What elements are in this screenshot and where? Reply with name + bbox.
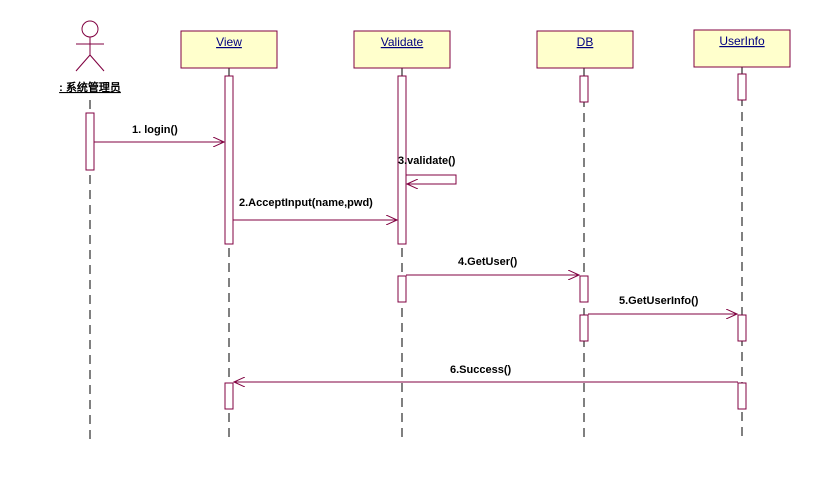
object-label-validate: Validate (381, 35, 424, 49)
activation-view-2 (224, 382, 234, 410)
object-db[interactable]: DB (536, 30, 634, 69)
activation-actor (85, 112, 95, 171)
message-label-login: 1. login() (132, 124, 178, 136)
message-success[interactable]: 6.Success() (234, 364, 738, 382)
activation-db-2 (579, 275, 589, 303)
object-userinfo[interactable]: UserInfo (693, 29, 791, 68)
message-login[interactable]: 1. login() (94, 124, 224, 142)
object-label-userinfo: UserInfo (719, 34, 765, 48)
activation-view-1 (224, 75, 234, 245)
actor-label: : 系统管理员 (59, 80, 121, 94)
message-label-success: 6.Success() (450, 364, 511, 376)
message-get-user-info[interactable]: 5.GetUserInfo() (588, 295, 737, 314)
object-view[interactable]: View (180, 30, 278, 69)
activation-db-1 (579, 75, 589, 103)
activation-validate-2 (397, 275, 407, 303)
object-validate[interactable]: Validate (353, 30, 451, 69)
message-label-get-user: 4.GetUser() (458, 256, 518, 268)
message-label-validate: 3.validate() (398, 155, 456, 167)
message-get-user[interactable]: 4.GetUser() (406, 256, 579, 275)
activation-userinfo-1 (737, 73, 747, 101)
activation-db-3 (579, 314, 589, 342)
object-label-db: DB (577, 35, 594, 49)
activation-validate-1 (397, 75, 407, 245)
activation-userinfo-2 (737, 314, 747, 342)
stick-figure-icon (75, 20, 105, 72)
message-accept-input[interactable]: 2.AcceptInput(name,pwd) (233, 197, 397, 220)
message-label-get-user-info: 5.GetUserInfo() (619, 295, 699, 307)
message-validate-self[interactable]: 3.validate() (398, 155, 457, 184)
actor-system-admin[interactable]: : 系统管理员 (59, 20, 121, 94)
object-label-view: View (216, 35, 242, 49)
activation-userinfo-3 (737, 382, 747, 410)
message-label-accept-input: 2.AcceptInput(name,pwd) (239, 197, 373, 209)
